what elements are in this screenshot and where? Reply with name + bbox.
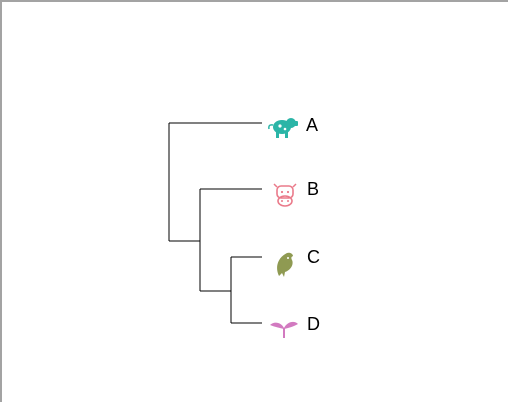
seedling-icon: [270, 321, 298, 338]
leaf-label-c: C: [307, 247, 320, 267]
cow-icon: [273, 183, 297, 207]
leaf-label-d: D: [307, 314, 320, 334]
pig-icon: [268, 118, 298, 138]
dolphin-icon: [277, 252, 293, 277]
leaf-label-b: B: [307, 179, 319, 199]
tree-branches: [168, 122, 262, 324]
leaf-a: A: [268, 115, 318, 138]
leaf-label-a: A: [306, 115, 318, 135]
leaf-d: D: [270, 314, 320, 338]
leaf-c: C: [277, 247, 320, 277]
leaf-b: B: [273, 179, 319, 207]
